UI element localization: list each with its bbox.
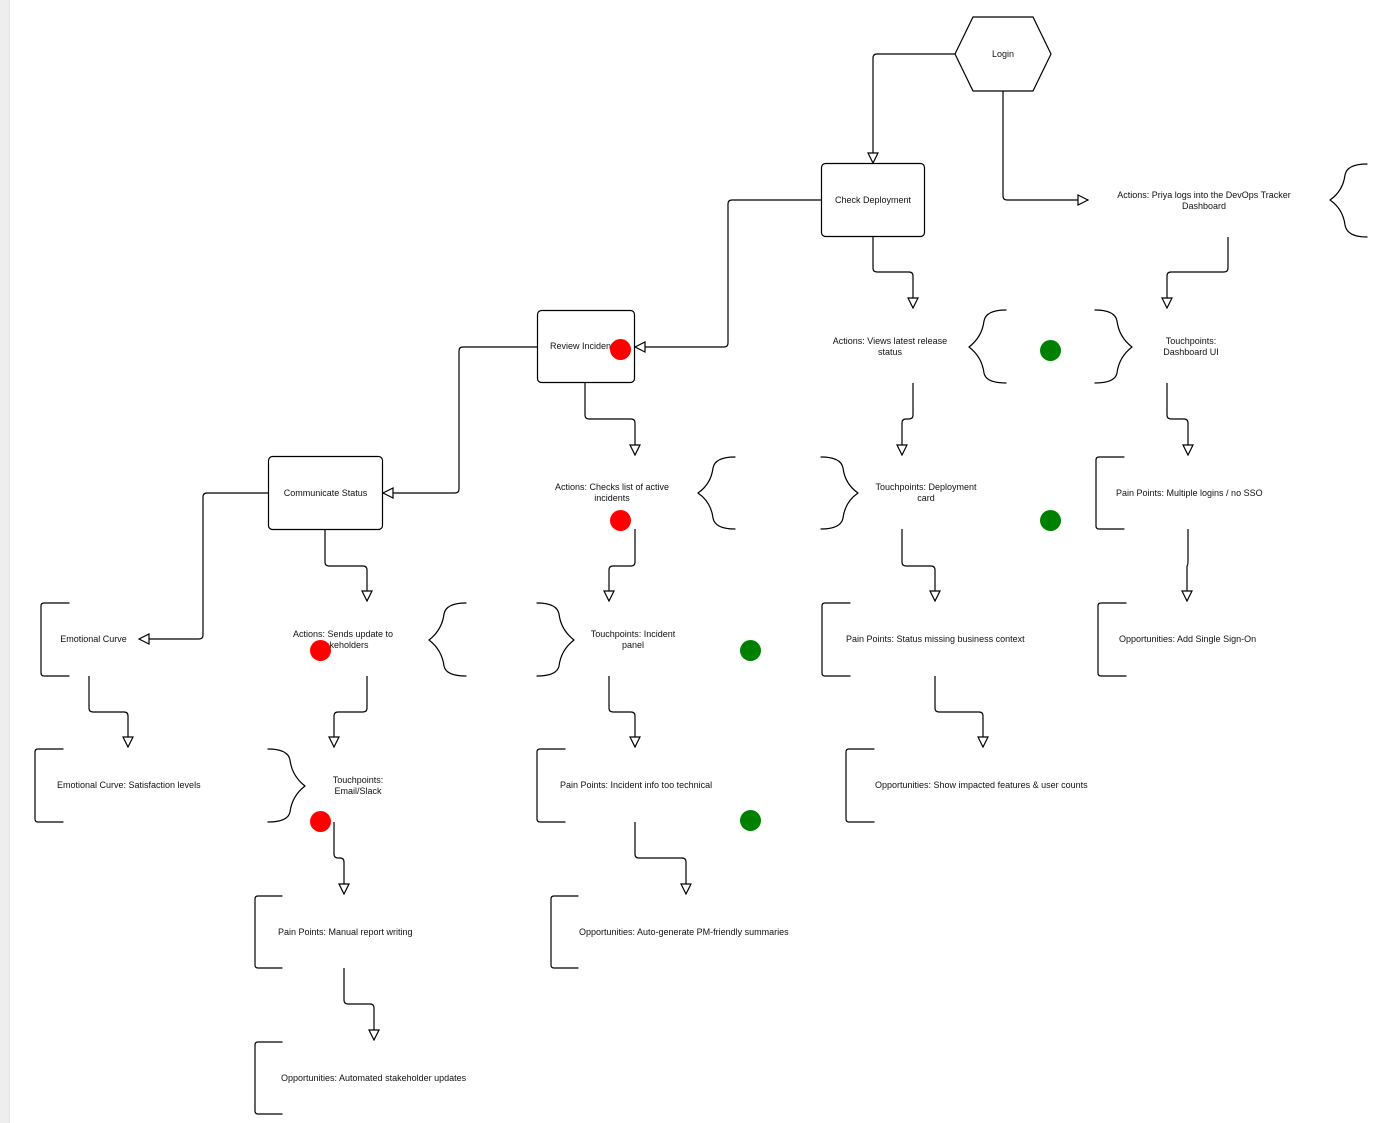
login-actions-label: Actions: Priya logs into the DevOps Trac… bbox=[1117, 189, 1291, 211]
edge-dashboard-to-pain bbox=[1166, 383, 1188, 455]
incidents-pain-points-label: Pain Points: Incident info too technical bbox=[560, 780, 713, 790]
negative-marker-dot bbox=[610, 510, 631, 531]
brace-email-slack bbox=[267, 748, 306, 823]
emotional-satisfaction-label: Emotional Curve: Satisfaction levels bbox=[57, 780, 201, 790]
bracket-emotional-satisfaction bbox=[34, 748, 64, 823]
communicate-opportunities-label: Opportunities: Automated stakeholder upd… bbox=[281, 1072, 467, 1083]
edge-pain-sso-to-opp bbox=[1187, 529, 1188, 601]
edge-email-to-pain bbox=[333, 822, 344, 894]
login-pain-points-label: Pain Points: Multiple logins / no SSO bbox=[1116, 487, 1263, 498]
negative-marker-dot bbox=[310, 640, 331, 661]
positive-marker-dot bbox=[740, 640, 761, 661]
deployment-pain-points-label: Pain Points: Status missing business con… bbox=[846, 634, 1025, 644]
brace-deployment-card bbox=[820, 456, 859, 530]
bracket-emotional-curve bbox=[40, 602, 70, 677]
deployment-touchpoints-label: Touchpoints: Deployment card bbox=[875, 482, 977, 503]
edge-context-to-opp bbox=[934, 676, 983, 747]
edge-dep-actions-to-card bbox=[902, 383, 914, 455]
edge-comm-actions-to-email bbox=[334, 676, 368, 747]
stage-check-deployment-label[interactable]: Check Deployment bbox=[834, 194, 912, 205]
negative-marker-dot bbox=[610, 339, 631, 360]
stage-review-incidents-label[interactable]: Review Incidents bbox=[550, 341, 619, 351]
bracket-opp-impacted bbox=[845, 748, 875, 823]
brace-deployment-actions bbox=[968, 309, 1007, 384]
positive-marker-dot bbox=[1040, 510, 1061, 531]
incidents-actions-label: Actions: Checks list of active incidents bbox=[554, 482, 670, 503]
edge-check-to-dep-actions bbox=[872, 237, 913, 308]
bracket-opp-automated bbox=[254, 1041, 283, 1115]
edge-login-to-actions bbox=[1002, 91, 1088, 200]
communicate-pain-points-label: Pain Points: Manual report writing bbox=[278, 926, 413, 937]
brace-incident-actions bbox=[697, 456, 736, 530]
communicate-touchpoints-label: Touchpoints: Email/Slack bbox=[332, 774, 384, 796]
edge-login-to-check bbox=[873, 53, 955, 163]
login-touchpoints-label: Touchpoints: Dashboard UI bbox=[1163, 335, 1219, 357]
bracket-opp-summaries bbox=[550, 895, 579, 969]
edge-technical-to-opp bbox=[634, 822, 686, 894]
stage-login-label[interactable]: Login bbox=[991, 48, 1015, 59]
bracket-pain-technical bbox=[536, 748, 566, 823]
edge-emotional-to-satisfaction bbox=[88, 676, 128, 747]
bracket-opp-sso bbox=[1097, 602, 1127, 677]
login-opportunities-label: Opportunities: Add Single Sign-On bbox=[1119, 634, 1257, 644]
edge-communicate-to-emotional bbox=[139, 492, 268, 639]
brace-incident-panel bbox=[536, 602, 575, 677]
bracket-pain-context bbox=[821, 602, 851, 677]
edge-communicate-to-actions bbox=[324, 530, 367, 601]
incidents-opportunities-label: Opportunities: Auto-generate PM-friendly… bbox=[579, 926, 789, 937]
communicate-actions-label: Actions: Sends update to stakeholders bbox=[292, 628, 394, 650]
edge-check-to-review bbox=[635, 199, 821, 347]
bracket-pain-manual bbox=[254, 895, 283, 969]
stage-emotional-curve-label: Emotional Curve bbox=[60, 634, 127, 644]
deployment-actions-label: Actions: Views latest release status bbox=[832, 335, 948, 357]
edge-card-to-pain bbox=[901, 529, 935, 601]
edge-login-actions-to-touch bbox=[1167, 237, 1229, 308]
bracket-pain-sso bbox=[1095, 456, 1125, 530]
edge-inc-actions-to-panel bbox=[609, 529, 636, 601]
edge-review-to-communicate bbox=[383, 346, 537, 493]
brace-dashboard-ui bbox=[1094, 309, 1133, 384]
negative-marker-dot bbox=[310, 811, 331, 832]
deployment-opportunities-label: Opportunities: Show impacted features & … bbox=[875, 780, 1088, 790]
brace-login-actions bbox=[1329, 163, 1368, 238]
edge-manual-to-automated bbox=[343, 968, 374, 1040]
brace-communicate-touch bbox=[428, 602, 467, 677]
stage-communicate-status-label[interactable]: Communicate Status bbox=[283, 487, 368, 498]
edge-review-to-inc-actions bbox=[584, 383, 635, 455]
edge-panel-to-pain bbox=[608, 676, 635, 747]
positive-marker-dot bbox=[740, 810, 761, 831]
incidents-touchpoints-label: Touchpoints: Incident panel bbox=[590, 628, 676, 650]
canvas-left-gutter bbox=[0, 0, 10, 1123]
positive-marker-dot bbox=[1040, 340, 1061, 361]
